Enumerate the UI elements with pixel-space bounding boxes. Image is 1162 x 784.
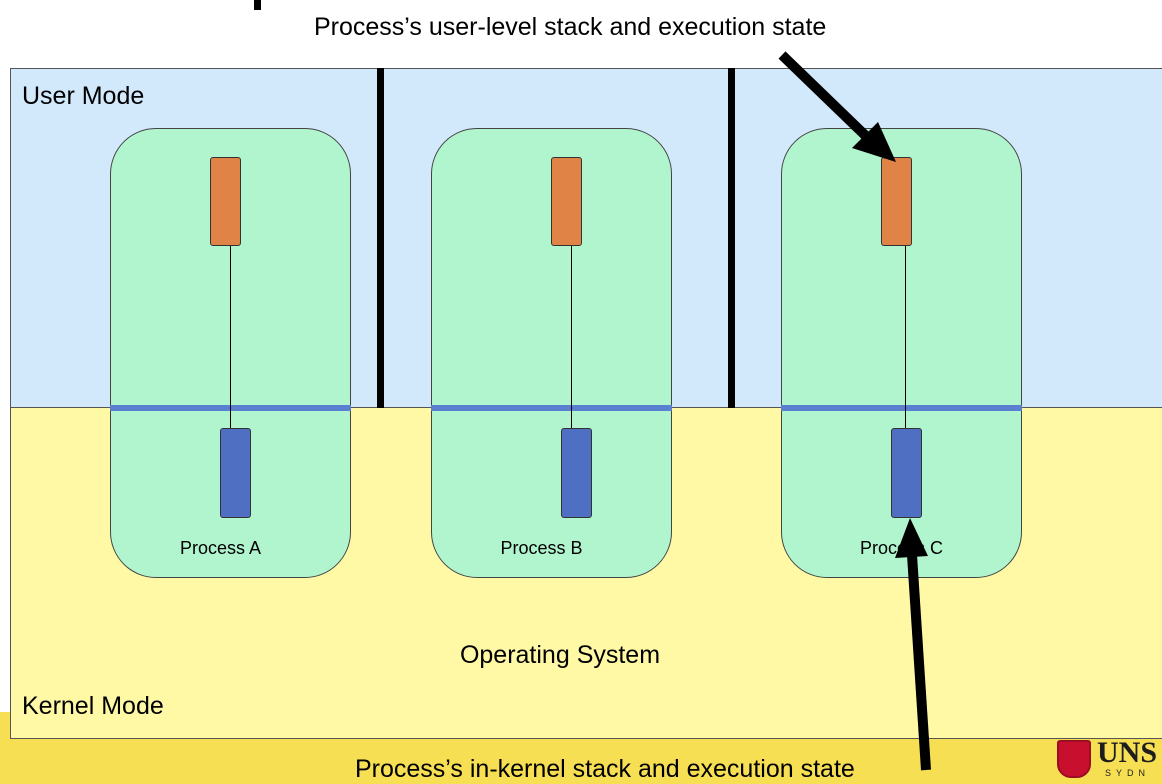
crest-icon xyxy=(1057,740,1091,778)
user-stack-annotation: Process’s user-level stack and execution… xyxy=(314,13,827,41)
process-b-kernel-stack xyxy=(561,428,592,518)
process-c-kernel-stack xyxy=(891,428,922,518)
kernel-mode-label: Kernel Mode xyxy=(22,692,164,720)
process-b-user-stack xyxy=(551,157,582,246)
logo-wordmark: UNS xyxy=(1097,736,1158,769)
kernel-stack-annotation: Process’s in-kernel stack and execution … xyxy=(355,755,855,783)
process-c-mode-boundary xyxy=(781,405,1022,411)
process-b-label: Process B xyxy=(500,538,583,558)
process-b-mode-boundary xyxy=(431,405,672,411)
process-a-user-stack xyxy=(210,157,241,246)
arrow-to-user-stack xyxy=(778,51,896,162)
process-c-user-stack xyxy=(881,157,912,246)
title-fragment xyxy=(254,0,261,10)
logo-subtext: SYDN xyxy=(1105,768,1151,778)
university-logo: UNS SYDN xyxy=(1055,736,1162,784)
process-b-connector xyxy=(571,246,572,428)
user-mode-label: User Mode xyxy=(22,82,145,110)
process-a-connector xyxy=(230,246,231,428)
arrow-to-kernel-stack xyxy=(895,518,931,771)
process-a-kernel-stack xyxy=(220,428,251,518)
process-divider-1 xyxy=(377,68,384,408)
operating-system-label: Operating System xyxy=(459,641,661,669)
process-c-connector xyxy=(905,246,906,428)
process-a-label: Process A xyxy=(179,538,262,558)
process-divider-2 xyxy=(728,68,735,408)
